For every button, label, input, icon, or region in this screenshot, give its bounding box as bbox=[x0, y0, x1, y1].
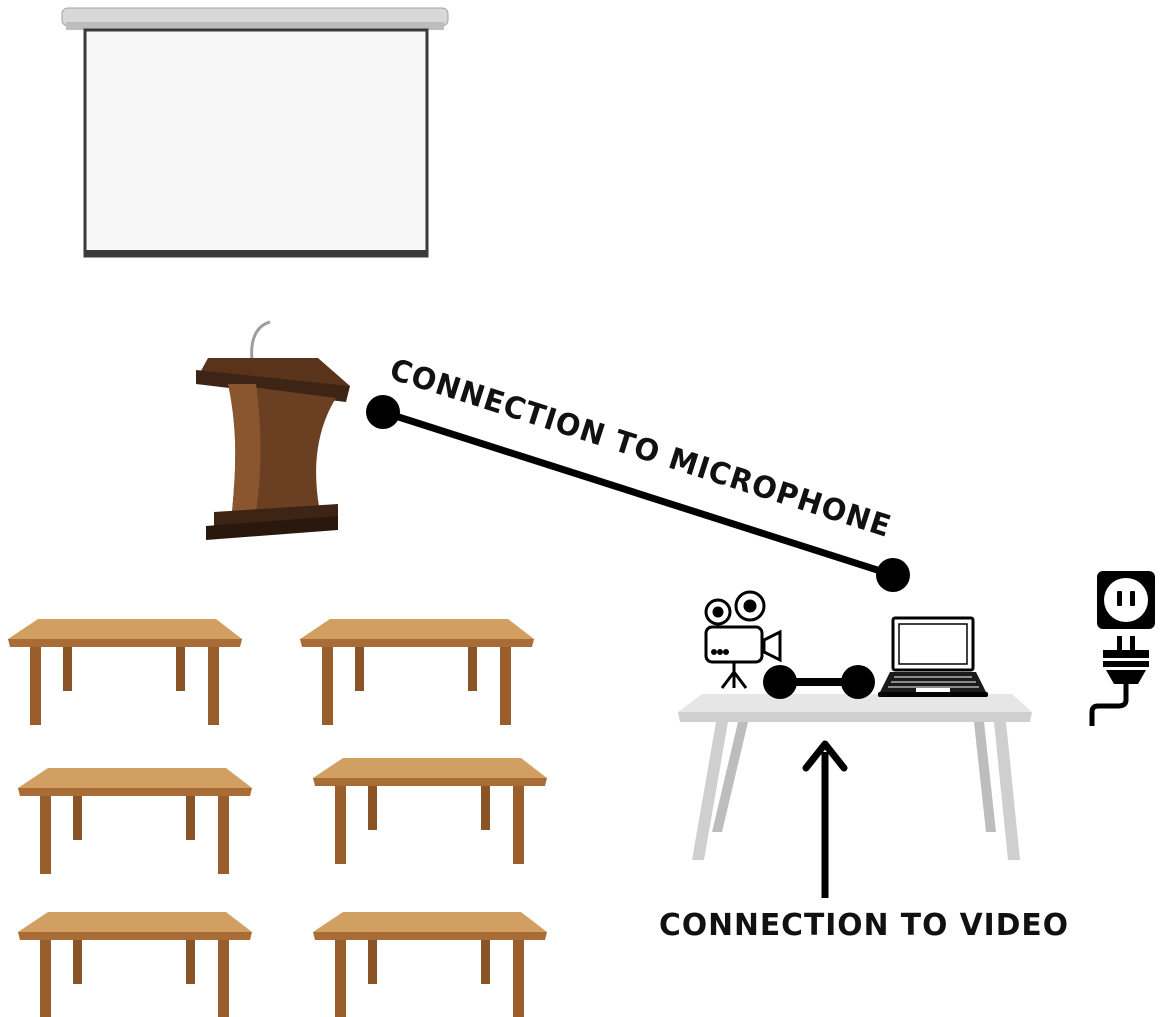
projection-screen bbox=[62, 8, 448, 256]
power-plug-icon bbox=[1092, 636, 1149, 726]
video-connection-label: CONNECTION TO VIDEO bbox=[659, 908, 1069, 943]
video-connection-arrow bbox=[806, 744, 844, 898]
power-outlet-icon bbox=[1097, 571, 1155, 629]
microphone-connection-label: CONNECTION TO MICROPHONE bbox=[386, 352, 896, 545]
wooden-table bbox=[313, 758, 547, 864]
microphone-connector-start bbox=[366, 395, 400, 429]
wooden-table bbox=[300, 619, 534, 725]
av-equipment-table bbox=[678, 694, 1032, 860]
wooden-table bbox=[18, 768, 252, 874]
video-link-connector bbox=[763, 665, 875, 699]
wooden-table bbox=[18, 912, 252, 1017]
wooden-table bbox=[8, 619, 242, 725]
laptop-icon bbox=[878, 618, 988, 697]
podium-with-microphone bbox=[196, 322, 350, 540]
microphone-connection: CONNECTION TO MICROPHONE bbox=[366, 352, 910, 592]
audience-tables bbox=[8, 619, 547, 1017]
wooden-table bbox=[313, 912, 547, 1017]
microphone-connector-end bbox=[876, 558, 910, 592]
